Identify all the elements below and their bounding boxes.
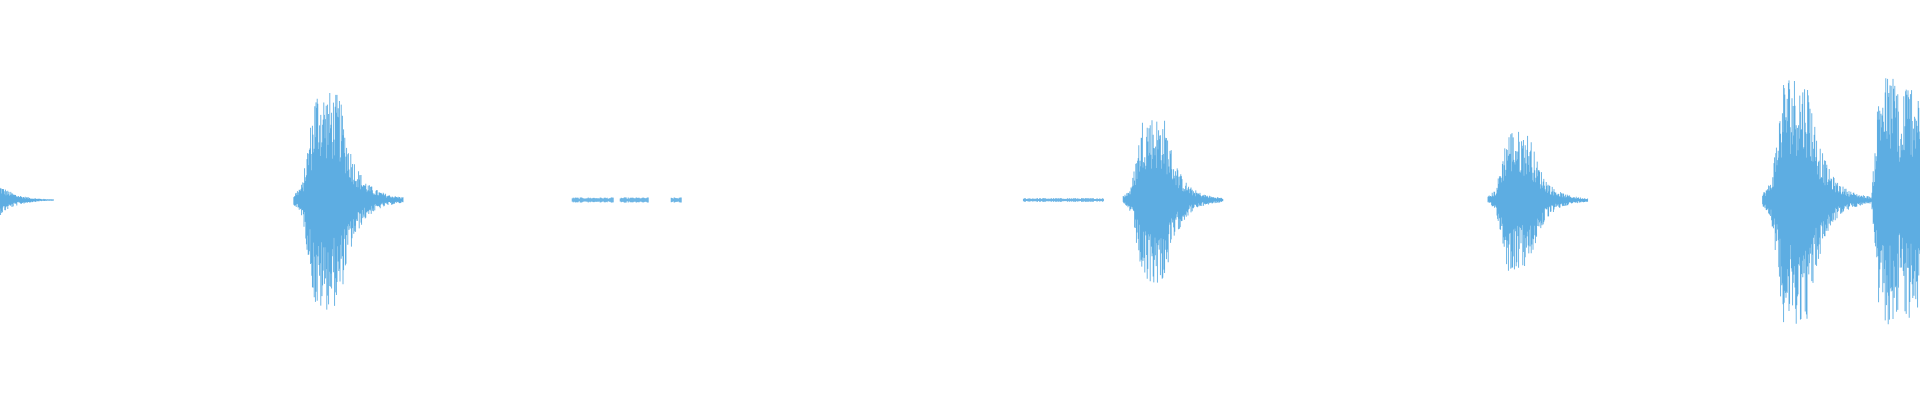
- waveform-trace: [1871, 78, 1920, 325]
- waveform-segment-trace-1: [571, 197, 682, 203]
- waveform-segment-trace-2: [1022, 198, 1104, 202]
- waveform-segment-burst-1: [0, 187, 54, 215]
- waveform-trace: [1122, 120, 1224, 283]
- waveform-trace: [0, 187, 54, 215]
- waveform-trace: [571, 197, 682, 203]
- waveform-segment-burst-2: [293, 93, 404, 310]
- waveform-segment-burst-6: [1871, 78, 1920, 325]
- waveform-trace: [1762, 80, 1873, 324]
- waveform-segment-burst-4: [1487, 131, 1589, 271]
- waveform-segment-burst-3: [1122, 120, 1224, 283]
- waveform-trace: [1022, 198, 1104, 202]
- waveform-trace: [1487, 131, 1589, 271]
- waveform-trace: [293, 93, 404, 310]
- waveform-segment-burst-5: [1762, 80, 1873, 324]
